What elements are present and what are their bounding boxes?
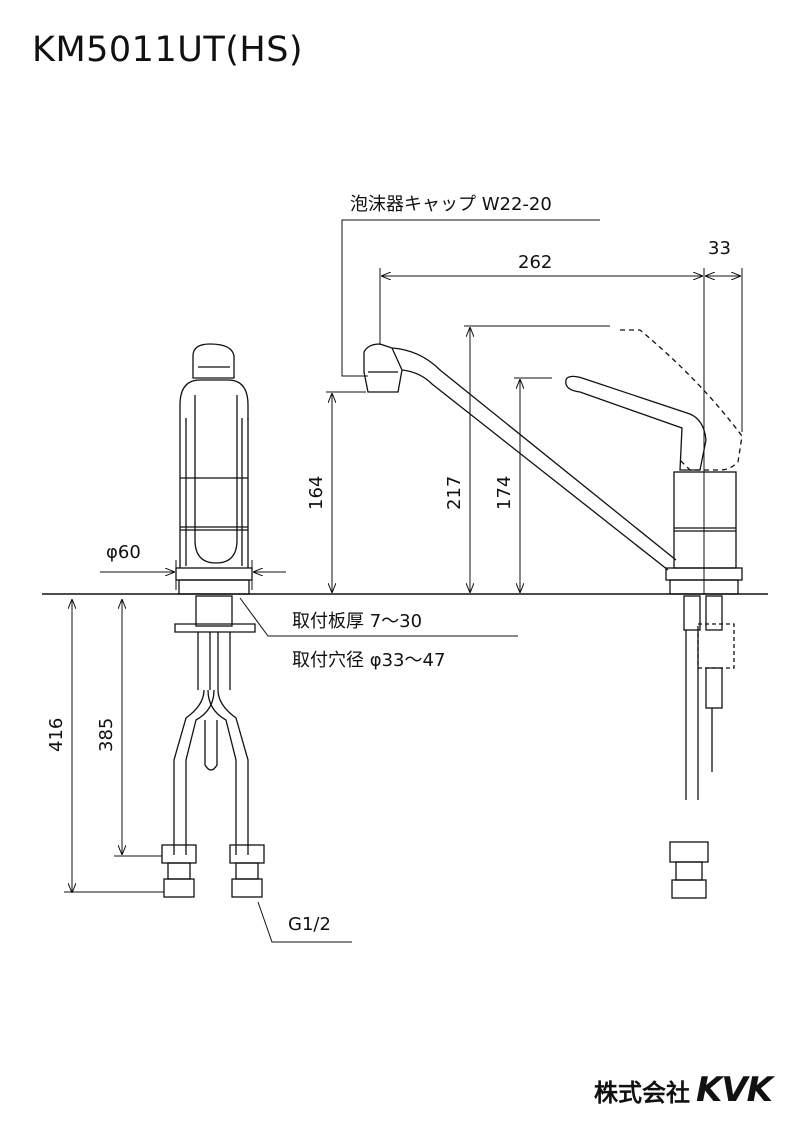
aerator-label: 泡沫器キャップ W22-20 (350, 194, 552, 215)
dim-164: 164 (306, 476, 327, 510)
front-view (161, 343, 265, 898)
dim-217: 217 (444, 476, 465, 510)
side-dimensions (326, 219, 743, 594)
dim-416: 416 (46, 718, 67, 752)
mount-hole-label: 取付穴径 φ33〜47 (292, 650, 445, 671)
dim-base-diameter: φ60 (106, 542, 141, 563)
dim-262: 262 (518, 252, 552, 273)
brand-mark: KVK (695, 1070, 773, 1110)
drawing-title: KM5011UT(HS) (32, 30, 304, 70)
company-name: 株式会社 (593, 1079, 690, 1107)
dim-385: 385 (96, 718, 117, 752)
dim-33: 33 (708, 238, 731, 259)
deck-thickness-label: 取付板厚 7〜30 (292, 611, 422, 632)
dim-174: 174 (494, 476, 515, 510)
company-logo: 株式会社 KVK (593, 1070, 773, 1110)
front-dimensions (64, 560, 518, 943)
connector-label: G1/2 (288, 914, 331, 935)
